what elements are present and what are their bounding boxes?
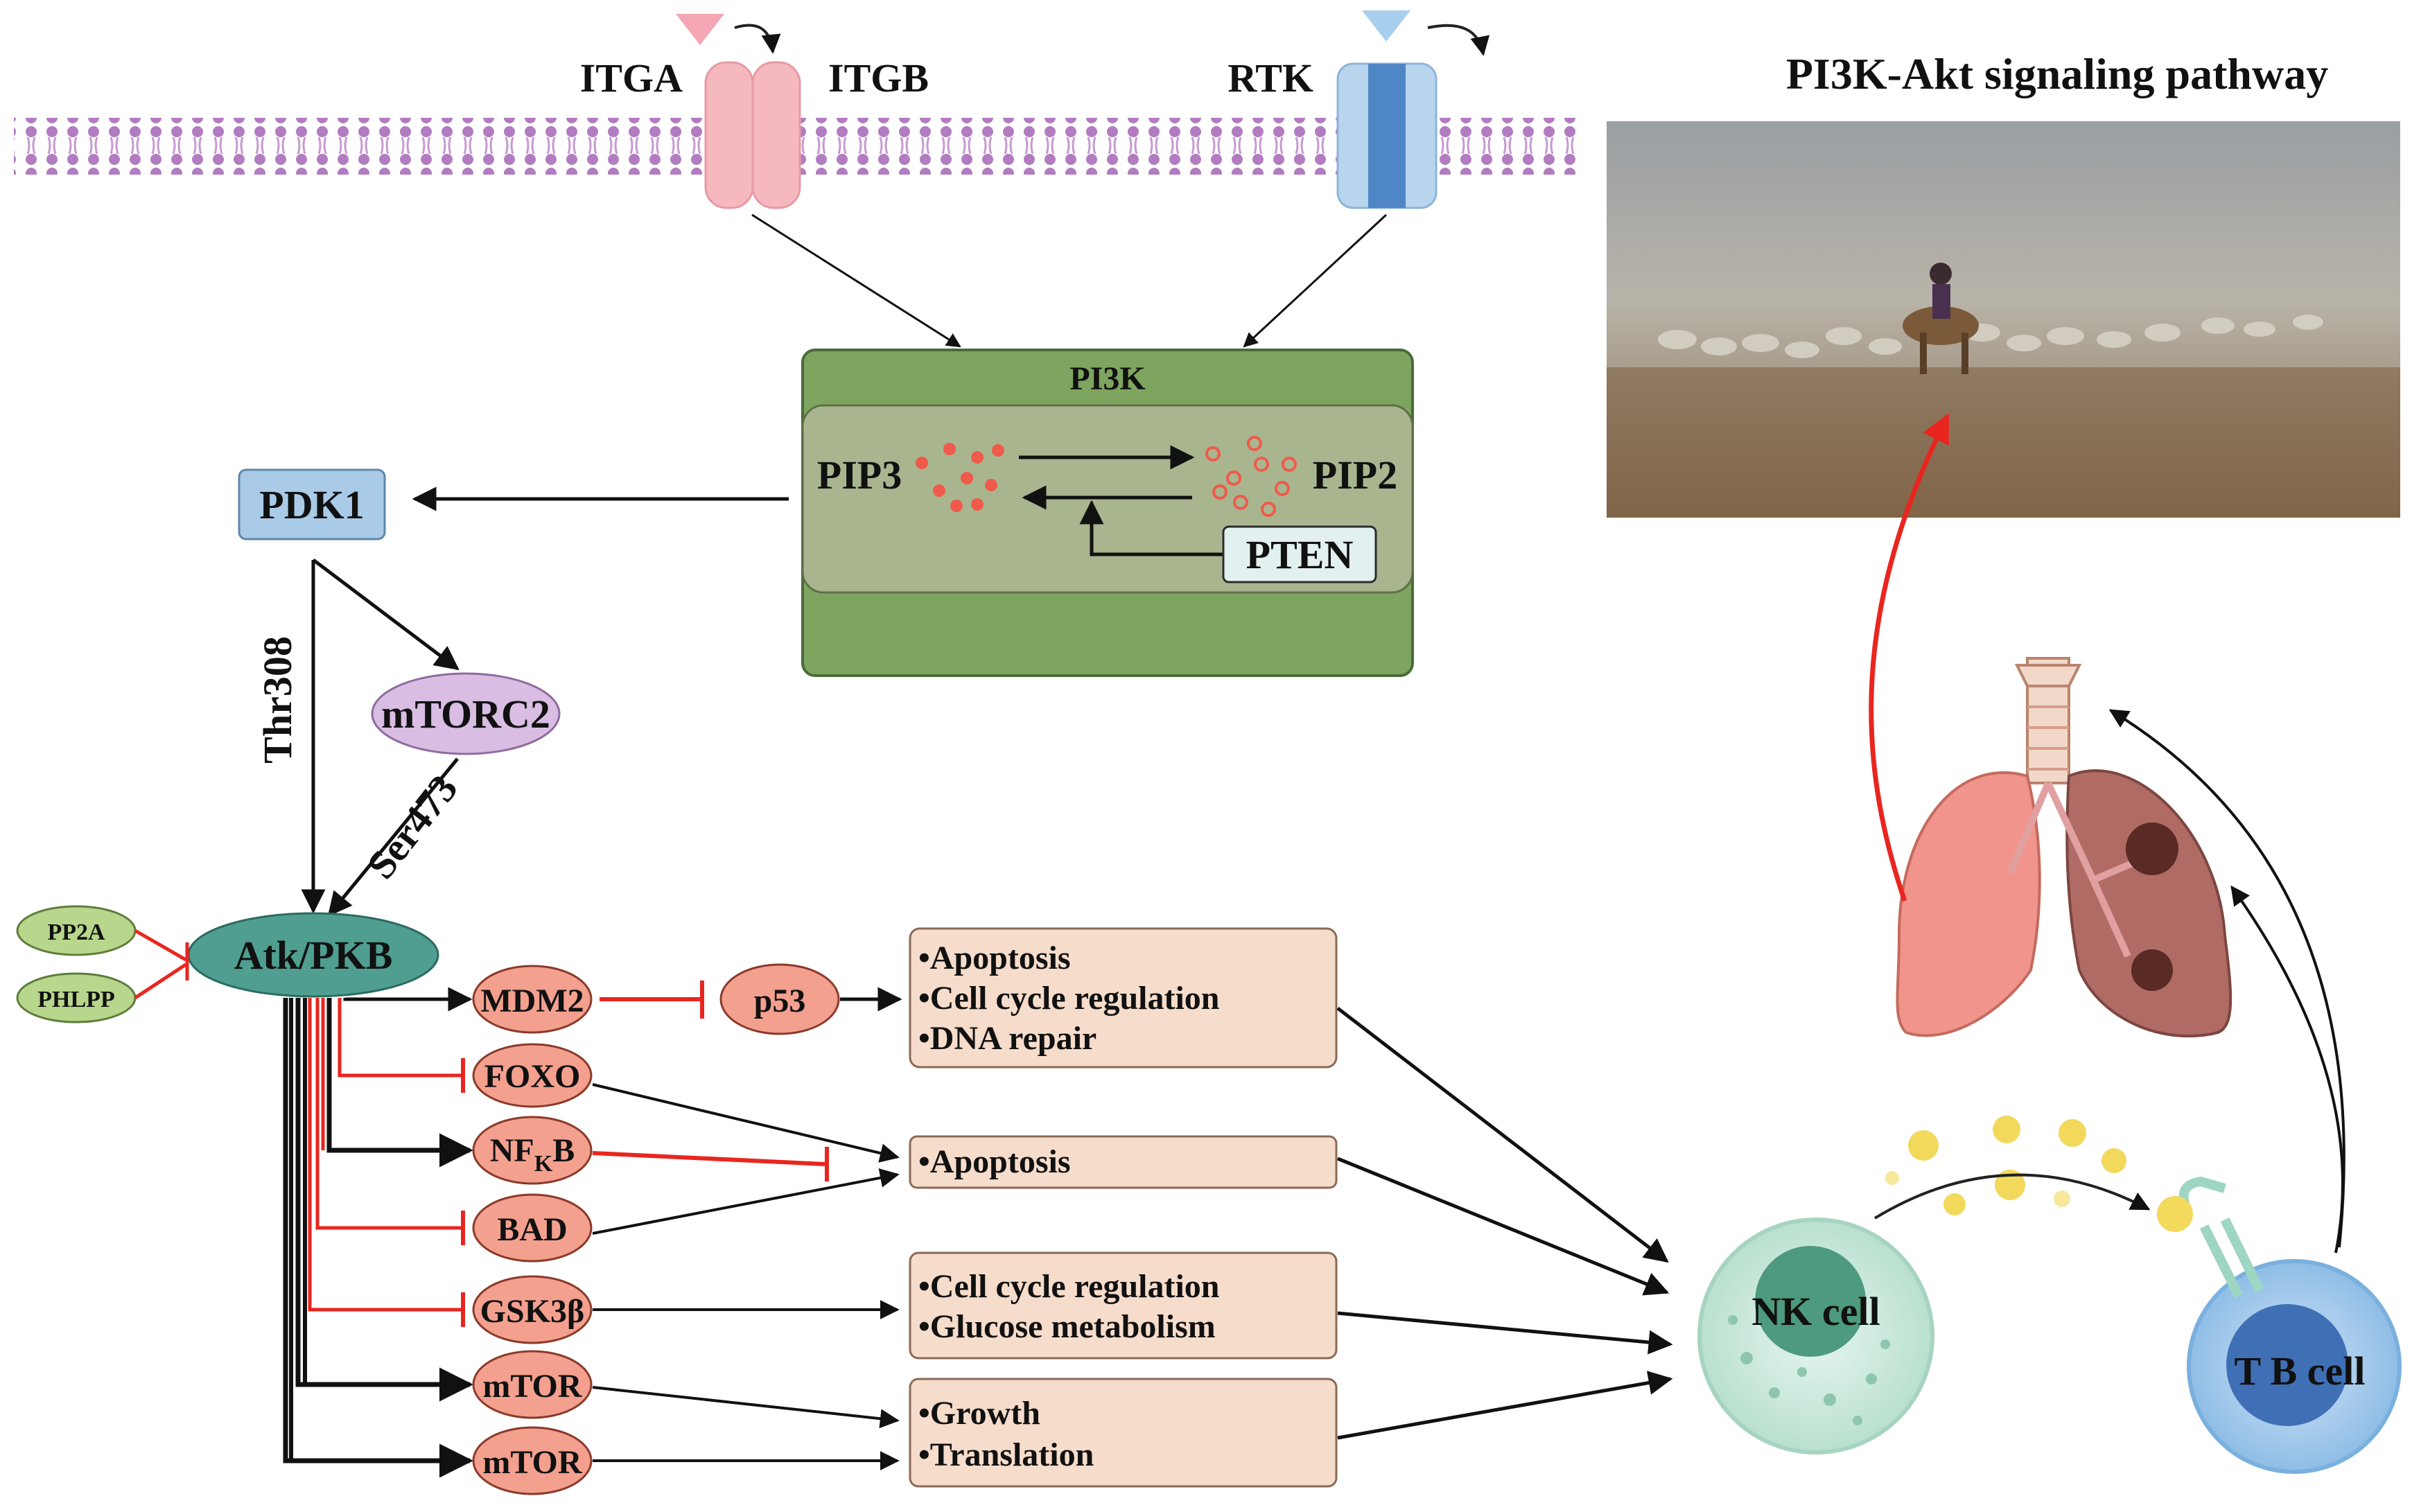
thr308-label: Thr308 <box>255 636 300 764</box>
figure-title: PI3K-Akt signaling pathway <box>1786 49 2328 98</box>
outcome-box-1 <box>909 927 1338 1069</box>
outcome-box-1-line-3: •DNA repair <box>918 1020 1096 1057</box>
outcome-box-4-line-1: •Growth <box>918 1395 1040 1432</box>
mtor-label-1: mTOR <box>482 1368 582 1405</box>
nfkb-node <box>472 1116 593 1185</box>
outcome-box-1-line-2: •Cell cycle regulation <box>918 980 1219 1017</box>
outcome-box-3 <box>909 1251 1338 1360</box>
lung-icon <box>1896 657 2232 1038</box>
mtorc2-to-akt-arrow <box>327 757 459 917</box>
pdk1-box <box>238 468 386 540</box>
pdk1-label: PDK1 <box>259 482 364 527</box>
nk-cell-label: NK cell <box>1751 1289 1880 1334</box>
tb-cell-icon <box>2157 1176 2402 1474</box>
foxo-label: FOXO <box>484 1058 581 1095</box>
outcome-box-2-line-1: •Apoptosis <box>918 1143 1071 1180</box>
outcome-box-4 <box>909 1378 1338 1488</box>
gsk3b-label: GSK3β <box>480 1293 585 1330</box>
pip3-label: PIP3 <box>817 452 902 498</box>
lung-to-photo-arrow <box>1869 413 1950 902</box>
outcome-box-1-line-1: •Apoptosis <box>918 940 1071 976</box>
tb-to-lung-arrows <box>2108 709 2345 1254</box>
outcome-box-3-line-2: •Glucose metabolism <box>918 1308 1216 1345</box>
pten-label: PTEN <box>1246 532 1354 577</box>
pten-arrow <box>1079 500 1223 556</box>
mdm2-label: MDM2 <box>480 983 584 1019</box>
outcome-box-4-line-2: •Translation <box>918 1436 1094 1473</box>
nfkb-label: NFKB <box>490 1132 575 1177</box>
integrin-receptor <box>676 14 801 209</box>
pi3k-title: PI3K <box>1069 360 1145 397</box>
akt-label: Atk/PKB <box>234 933 393 978</box>
ser473-label: Ser473 <box>358 766 466 888</box>
p53-node <box>719 963 840 1035</box>
outcome-to-nk-arrows <box>1336 1007 1673 1440</box>
cytokine-particles <box>1873 1116 2151 1220</box>
pp-inhibition-lines <box>134 929 189 1000</box>
itg-to-pi3k-arrow <box>751 213 961 348</box>
foxo-node <box>472 1043 593 1108</box>
mtorc2-node <box>371 672 561 755</box>
pip2-molecules <box>1205 436 1297 517</box>
field-photo <box>1607 121 2400 518</box>
rtk-label: RTK <box>1227 55 1313 100</box>
pp2a-label: PP2A <box>47 920 105 945</box>
nfkb-inhibits-apoptosis <box>592 1151 825 1166</box>
mtor-label-2: mTOR <box>482 1444 582 1481</box>
itga-label: ITGA <box>580 55 683 100</box>
pi3k-box <box>801 349 1414 677</box>
outcome-box-3-line-1: •Cell cycle regulation <box>918 1268 1219 1305</box>
mtor-node-2 <box>472 1426 593 1495</box>
bad-label: BAD <box>497 1211 567 1248</box>
node-to-outcome-arrows <box>592 1083 900 1470</box>
mdm2-node <box>472 965 593 1034</box>
rtk-to-pi3k-arrow <box>1243 213 1388 348</box>
phlpp-label: PHLPP <box>37 987 114 1012</box>
akt-branches <box>283 987 473 1478</box>
mtorc2-label: mTORC2 <box>381 692 550 737</box>
tb-cell-label: T B cell <box>2234 1348 2365 1394</box>
pip3-molecules <box>916 443 1004 512</box>
gsk3b-node <box>472 1275 593 1344</box>
pdk1-to-mtorc2-arrow <box>312 559 460 671</box>
tyrosine-kinase-receptor <box>1336 10 1490 209</box>
pip2-label: PIP2 <box>1313 452 1397 498</box>
outcome-box-2 <box>909 1135 1338 1189</box>
itgb-label: ITGB <box>828 55 929 100</box>
pten-box <box>1222 525 1377 583</box>
bad-node <box>472 1193 593 1263</box>
p53-label: p53 <box>754 983 806 1019</box>
mtor-node-1 <box>472 1350 593 1419</box>
nk-cell-icon <box>1697 1217 1934 1454</box>
